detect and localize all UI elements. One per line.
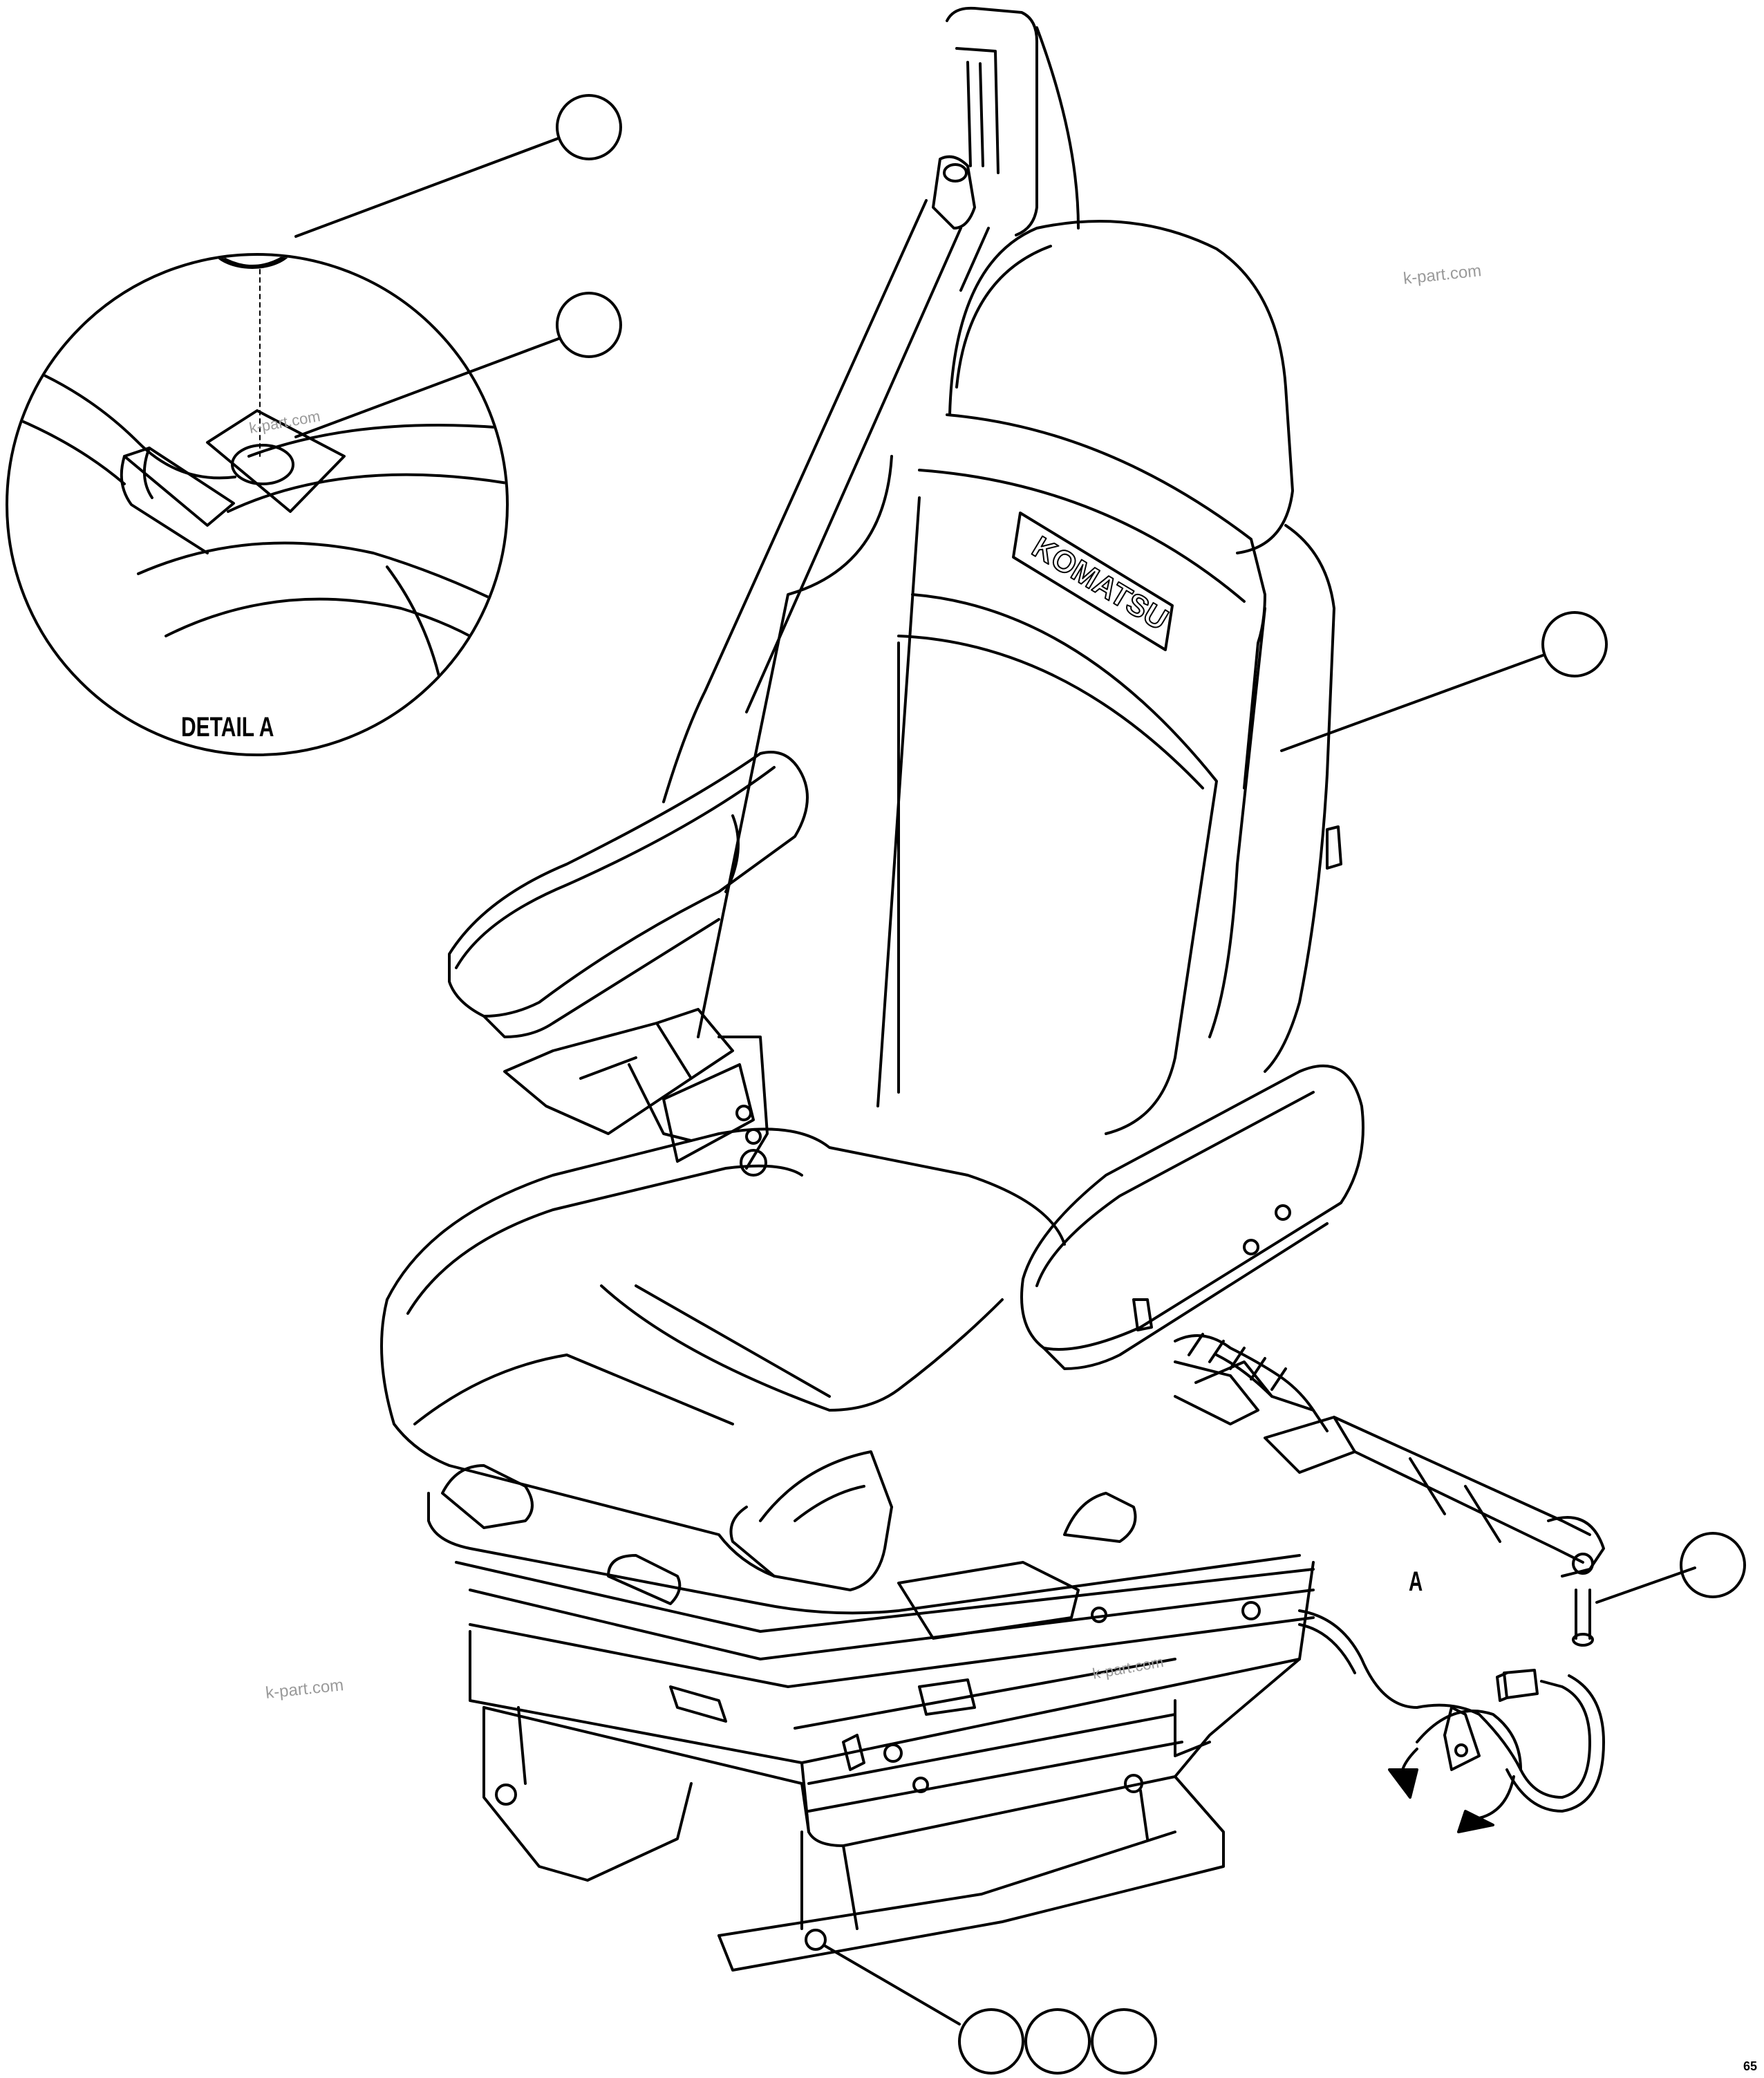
detail-a-label: DETAIL A — [181, 712, 274, 742]
callout-balloon-3 — [1091, 2008, 1157, 2075]
seat-mounting-rails — [482, 1699, 1225, 1972]
callout-balloon-backrest — [1541, 611, 1608, 677]
mounting-bracket — [206, 409, 346, 513]
left-armrest — [448, 751, 809, 1038]
callout-balloon-2 — [1024, 2008, 1091, 2075]
wire-harness — [1298, 1609, 1605, 1833]
callout-balloon-bracket — [556, 292, 622, 358]
seat-cushion — [380, 1127, 1066, 1591]
left-armrest-mechanism — [503, 1008, 769, 1177]
brand-badge — [1012, 512, 1174, 651]
seat-backrest: KOMATSU — [697, 6, 1342, 1135]
callout-balloon-1 — [958, 2008, 1024, 2075]
mounting-bolt — [805, 1929, 827, 1951]
bracket-hole — [231, 444, 294, 485]
page-mark: 65 — [1743, 2059, 1757, 2073]
brand-badge-text: KOMATSU — [1026, 530, 1174, 637]
seat-belt-shoulder — [662, 155, 990, 803]
callout-balloon-lap-belt — [1680, 1532, 1746, 1598]
callout-balloon-washer — [556, 94, 622, 160]
washer-part — [208, 256, 297, 269]
right-armrest — [1020, 1064, 1364, 1370]
seat-suspension-base — [427, 1464, 1315, 1847]
mounting-hardware-callouts — [823, 1944, 1157, 2075]
backrest-callout — [1280, 611, 1608, 752]
detail-a-view — [6, 94, 622, 756]
seat-belt-lap — [1174, 1333, 1746, 1647]
view-a-label: A — [1409, 1566, 1423, 1597]
